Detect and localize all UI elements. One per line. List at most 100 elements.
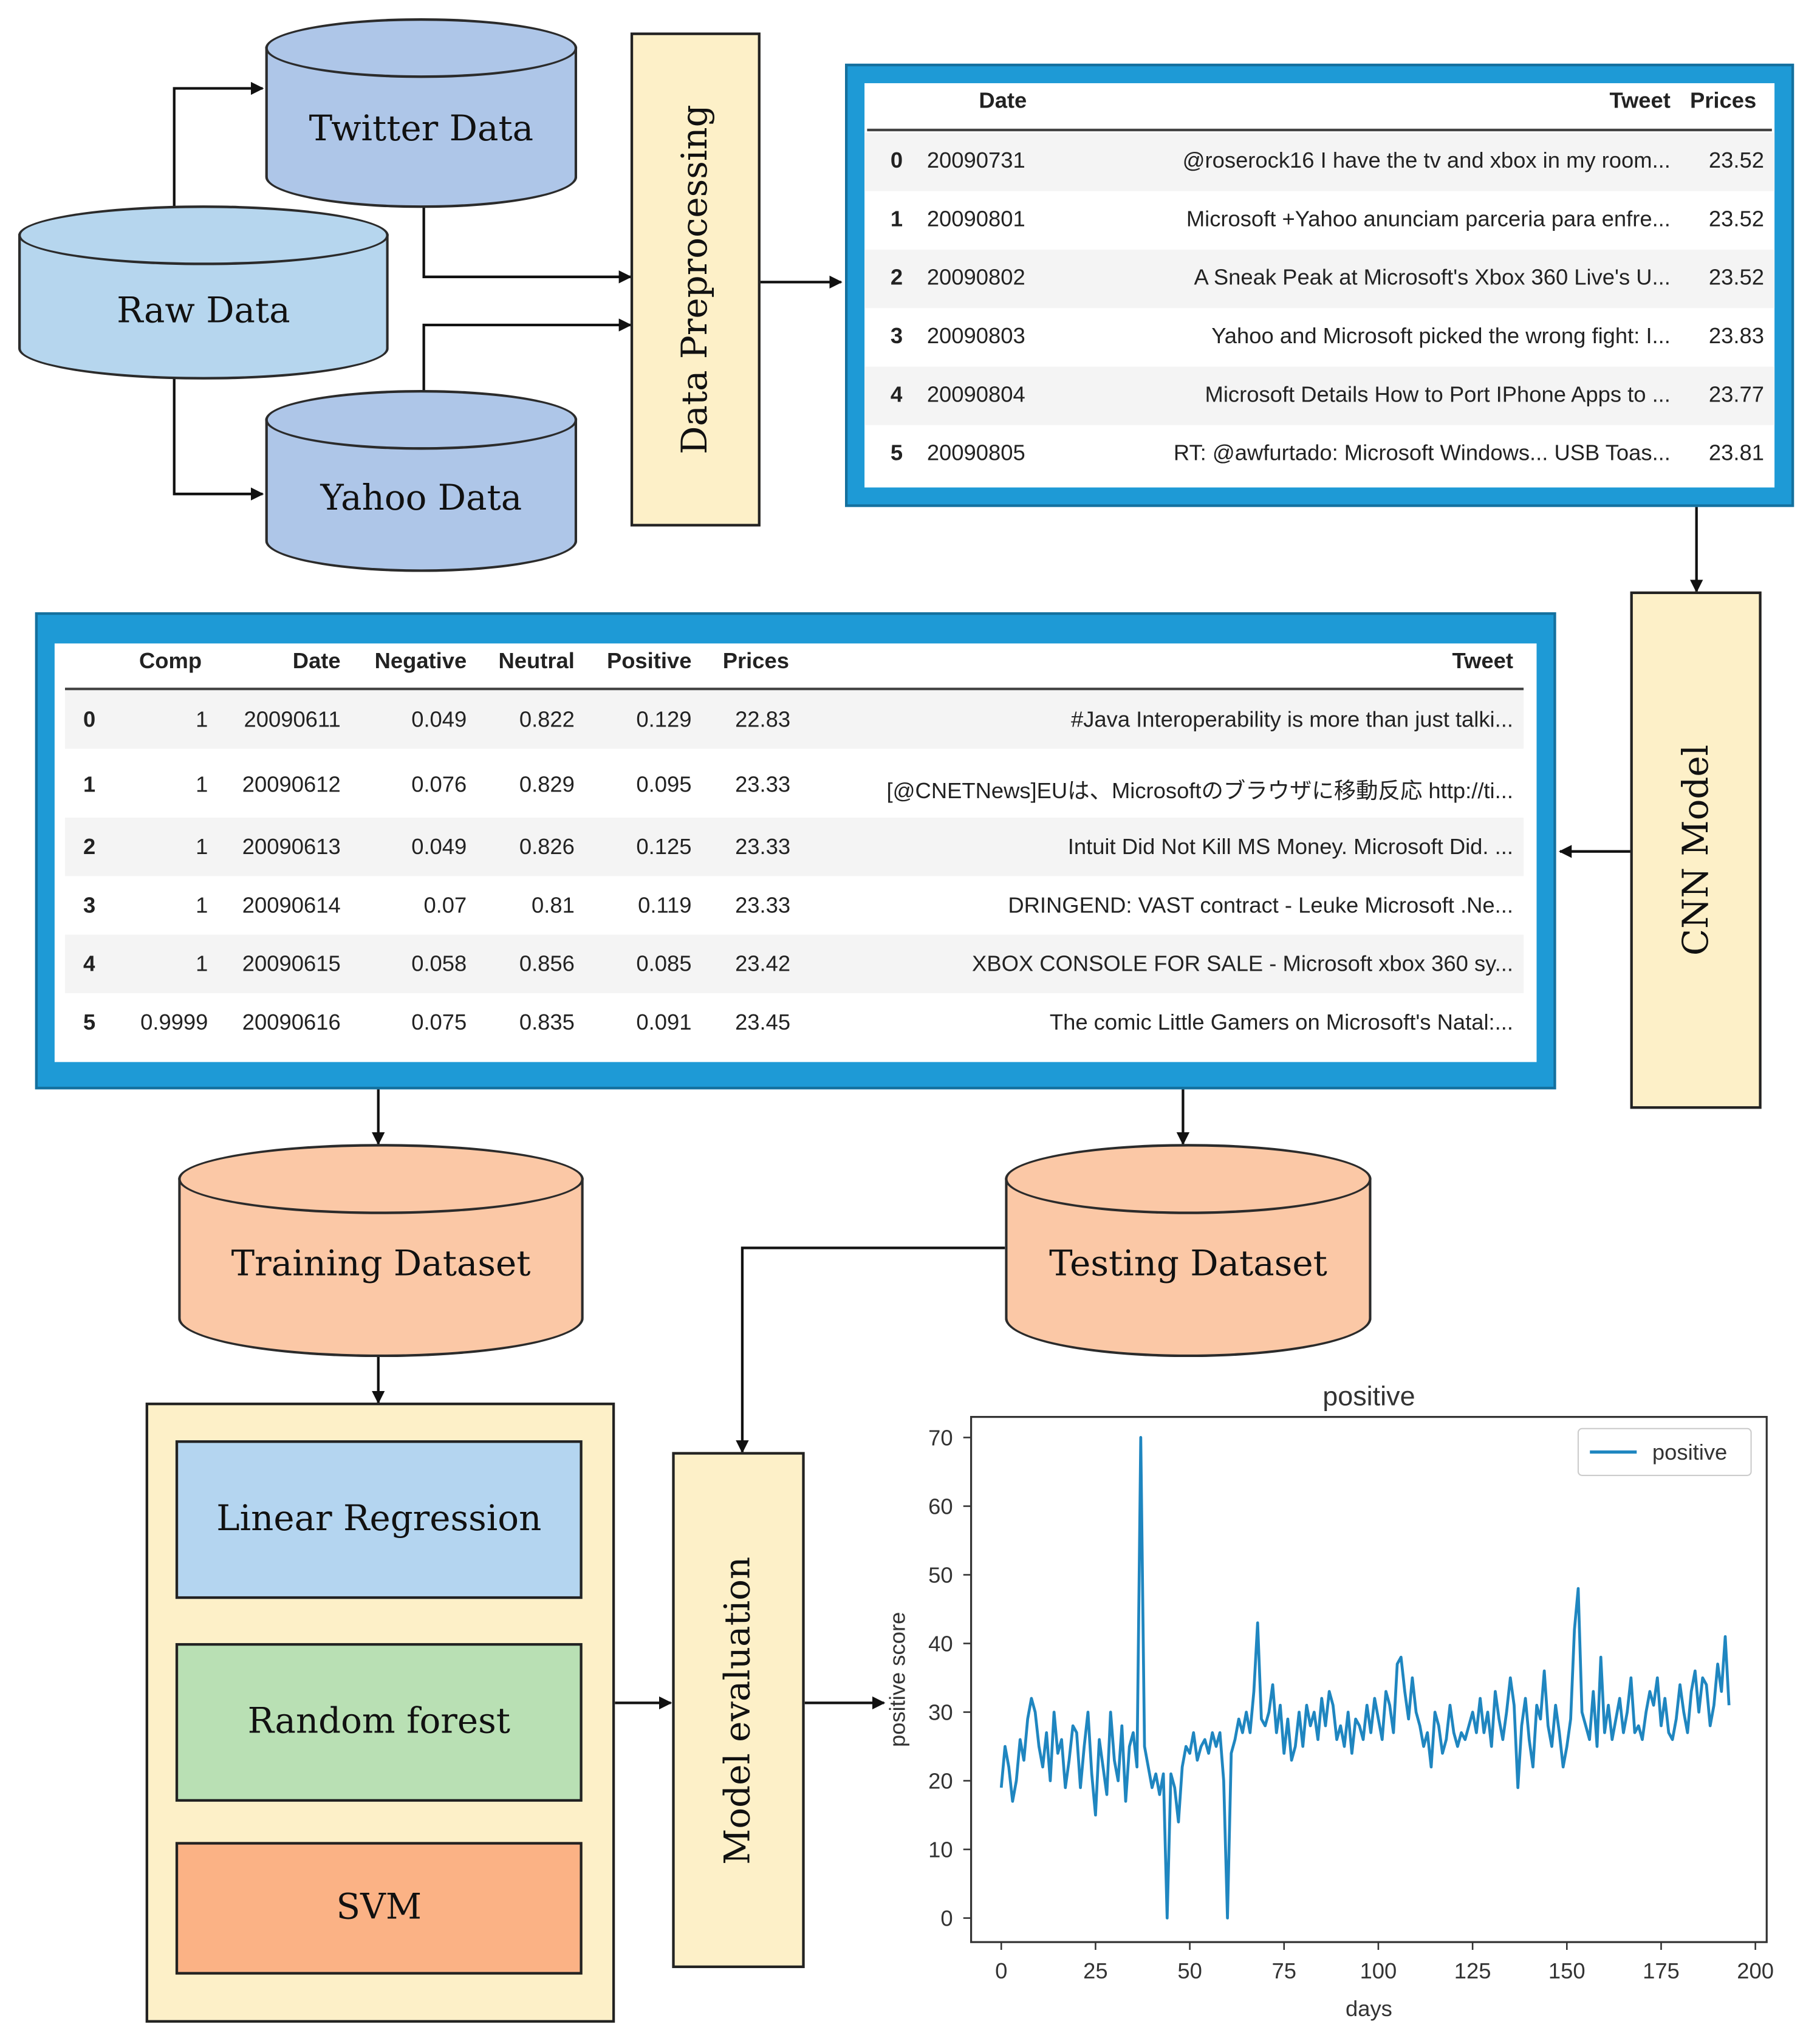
legend-box [1577,1427,1752,1476]
table2-date-cell: 20090615 [242,951,341,977]
table2-header-positive: Positive [606,648,692,674]
table1-price-cell: 23.81 [1708,440,1764,466]
table1-row: 1 20090801 Microsoft +Yahoo anunciam parce… [864,191,1774,250]
y-axis-label: positive score [884,1612,909,1747]
testing-dataset-cylinder-top [1005,1144,1372,1214]
testing-dataset-label: Testing Dataset [1049,1243,1327,1285]
table2-price-cell: 23.42 [735,951,791,977]
x-tick-label: 0 [995,1958,1007,1983]
table1-row-index: 2 [890,265,903,290]
training-dataset-cylinder-top [178,1144,584,1214]
table2-header-rule [65,688,1524,691]
table1-row-index: 5 [890,440,903,466]
table2-positive-cell: 0.085 [636,951,692,977]
raw-data-label: Raw Data [117,291,290,332]
legend: positive [1577,1427,1752,1476]
table1-price-cell: 23.52 [1708,265,1764,290]
svm-label: SVM [336,1887,422,1928]
table2-price-cell: 23.33 [735,893,791,918]
table1-row-index: 1 [890,207,903,231]
yahoo-data-label: Yahoo Data [320,478,522,519]
table1-date-cell: 20090803 [926,323,1025,349]
table2-header-date: Date [292,648,341,674]
table2-row-index: 4 [83,951,96,977]
table2-header-tweet: Tweet [1452,648,1513,674]
table2-date-cell: 20090616 [242,1010,341,1035]
linear-regression-box: Linear Regression [175,1440,583,1599]
y-tick-label: 50 [928,1562,953,1587]
table2-header-negative: Negative [374,648,467,674]
table1-tweet-cell: Microsoft +Yahoo anunciam parceria para … [1186,207,1671,231]
x-tick-label: 150 [1548,1958,1586,1983]
table2-tweet-cell: DRINGEND: VAST contract - Leuke Microsof… [1008,893,1513,918]
table2-neutral-cell: 0.81 [532,893,575,918]
table2-comp-cell: 1 [196,834,208,860]
table1-tweet-cell: Microsoft Details How to Port IPhone App… [1205,382,1671,407]
x-tick-label: 200 [1737,1958,1774,1983]
linear-regression-label: Linear Regression [216,1499,542,1539]
table2-price-cell: 23.45 [735,1010,791,1035]
y-tick-label: 0 [940,1906,953,1930]
training-dataset-cylinder: Training Dataset [178,1144,584,1358]
table2-comp-cell: 1 [196,893,208,918]
table2-header-prices: Prices [722,648,789,674]
table2-price-cell: 23.33 [735,772,791,797]
arrow-testing-to-evaluation [736,1246,1005,1454]
table2-comp-cell: 1 [196,951,208,977]
models-container: Linear Regression Random forest SVM [145,1403,615,2023]
table1-date-cell: 20090804 [926,382,1025,407]
table2-date-cell: 20090612 [242,772,341,797]
y-tick-label: 40 [928,1631,953,1656]
table2-row-index: 2 [83,834,96,860]
table2-negative-cell: 0.075 [411,1010,467,1035]
table2-positive-cell: 0.095 [636,772,692,797]
training-dataset-label: Training Dataset [231,1243,531,1285]
table2-negative-cell: 0.076 [411,772,467,797]
y-tick-label: 20 [928,1768,953,1793]
x-axis-label: days [1346,1996,1392,2021]
table2-tweet-cell: The comic Little Gamers on Microsoft's N… [1049,1010,1513,1035]
series-line-positive [999,1436,1731,1920]
table1-tweet-cell: Yahoo and Microsoft picked the wrong fig… [1211,323,1671,349]
yahoo-data-cylinder-top [265,390,578,450]
table2-positive-cell: 0.129 [636,707,692,732]
table1-row-index: 0 [890,148,903,173]
table2-neutral-cell: 0.829 [519,772,575,797]
table1-price-cell: 23.52 [1708,207,1764,231]
x-tick-label: 75 [1272,1958,1296,1983]
data-preprocessing-label: Data Preprocessing [675,104,716,454]
table1-tweet-cell: RT: @awfurtado: Microsoft Windows... USB… [1173,440,1671,466]
table2-neutral-cell: 0.826 [519,834,575,860]
table1-header-rule [867,128,1772,132]
x-tick-label: 50 [1177,1958,1202,1983]
table2-comp-cell: 1 [196,772,208,797]
table1-date-cell: 20090801 [926,207,1025,231]
table1-price-cell: 23.77 [1708,382,1764,407]
twitter-data-cylinder: Twitter Data [265,18,578,208]
table2-row-index: 0 [83,707,96,732]
table2-date-cell: 20090613 [242,834,341,860]
arrow-twitter-to-preprocessing [422,205,632,284]
yahoo-data-cylinder: Yahoo Data [265,390,578,572]
table2-negative-cell: 0.049 [411,707,467,732]
table2-neutral-cell: 0.835 [519,1010,575,1035]
y-tick-label: 30 [928,1700,953,1725]
table2-negative-cell: 0.07 [423,893,467,918]
yahoo-data-cylinder-body [265,419,578,572]
arrow-yahoo-to-preprocessing [422,318,632,393]
table2: Comp Date Negative Neutral Positive Pric… [54,643,1537,1062]
table1-price-cell: 23.83 [1708,323,1764,349]
table1-row-index: 3 [890,323,903,349]
testing-dataset-cylinder: Testing Dataset [1005,1144,1372,1358]
table1-row: 3 20090803 Yahoo and Microsoft picked the … [864,308,1774,366]
